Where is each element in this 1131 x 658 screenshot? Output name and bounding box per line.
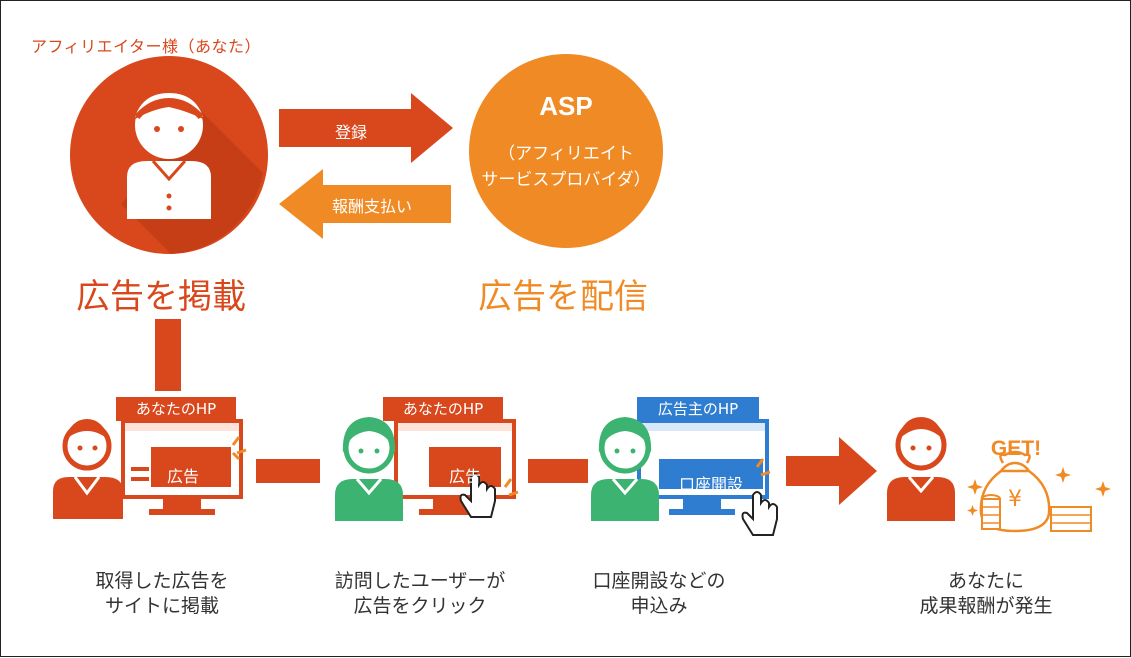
get-label: GET!	[990, 437, 1042, 460]
site-tag-1: あなたのHP	[116, 397, 236, 421]
site-tag-2: あなたのHP	[383, 397, 503, 421]
person-icon-2	[335, 417, 403, 521]
asp-title: ASP	[539, 91, 593, 121]
step-caption-3-line1: 口座開設などの	[592, 570, 726, 592]
step-caption-2-line1: 訪問したユーザーが	[334, 570, 506, 592]
connector-2	[528, 459, 588, 483]
cursor-hand-icon-1	[459, 473, 496, 518]
connector-1	[256, 459, 320, 483]
sparkle-icon	[967, 467, 1111, 516]
person-icon-4	[887, 417, 955, 521]
step-caption-4-line1: あなたに	[947, 570, 1024, 592]
payment-arrow	[279, 169, 451, 239]
step-caption-2-line2: 広告をクリック	[353, 594, 487, 617]
step-caption-1-line1: 取得した広告を	[95, 570, 229, 592]
coin-stack-icon	[981, 494, 1092, 532]
step-caption-3: 口座開設などの 申込み	[544, 569, 774, 618]
affiliate-caption: 広告を掲載	[76, 277, 246, 317]
asp-subtitle-line1: （アフィリエイト	[498, 144, 634, 164]
step-caption-4-line2: 成果報酬が発生	[919, 594, 1053, 617]
step-caption-4: あなたに 成果報酬が発生	[871, 569, 1101, 618]
step-caption-2: 訪問したユーザーが 広告をクリック	[305, 569, 535, 618]
person-icon-1	[53, 419, 123, 519]
register-label: 登録	[334, 123, 367, 142]
step-caption-1-line2: サイトに掲載	[104, 594, 219, 617]
monitor-icon-3	[637, 419, 771, 515]
asp-circle	[469, 54, 663, 248]
yen-symbol: ¥	[1008, 487, 1022, 512]
step-caption-3-line2: 申込み	[630, 594, 688, 617]
ad-banner-1: 広告	[166, 467, 199, 486]
person-icon-3	[591, 417, 659, 521]
register-arrow	[279, 93, 453, 163]
big-right-arrow	[786, 437, 877, 505]
vertical-connector	[155, 319, 181, 391]
monitor-icon-2	[394, 419, 519, 515]
affiliate-label: アフィリエイター様（あなた）	[31, 37, 262, 56]
asp-subtitle-line2: サービスプロバイダ）	[481, 169, 651, 190]
step-caption-1: 取得した広告を サイトに掲載	[47, 569, 277, 618]
monitor-icon-1	[121, 419, 247, 515]
ad-banner-3: 口座開設	[678, 475, 743, 494]
ad-banner-2: 広告	[448, 467, 481, 486]
payment-label: 報酬支払い	[331, 197, 412, 216]
asp-subtitle: （アフィリエイト サービスプロバイダ）	[457, 142, 675, 193]
cursor-hand-icon-2	[741, 491, 778, 536]
site-tag-3: 広告主のHP	[637, 397, 759, 421]
affiliate-avatar-icon	[70, 56, 268, 254]
asp-caption: 広告を配信	[478, 277, 648, 317]
